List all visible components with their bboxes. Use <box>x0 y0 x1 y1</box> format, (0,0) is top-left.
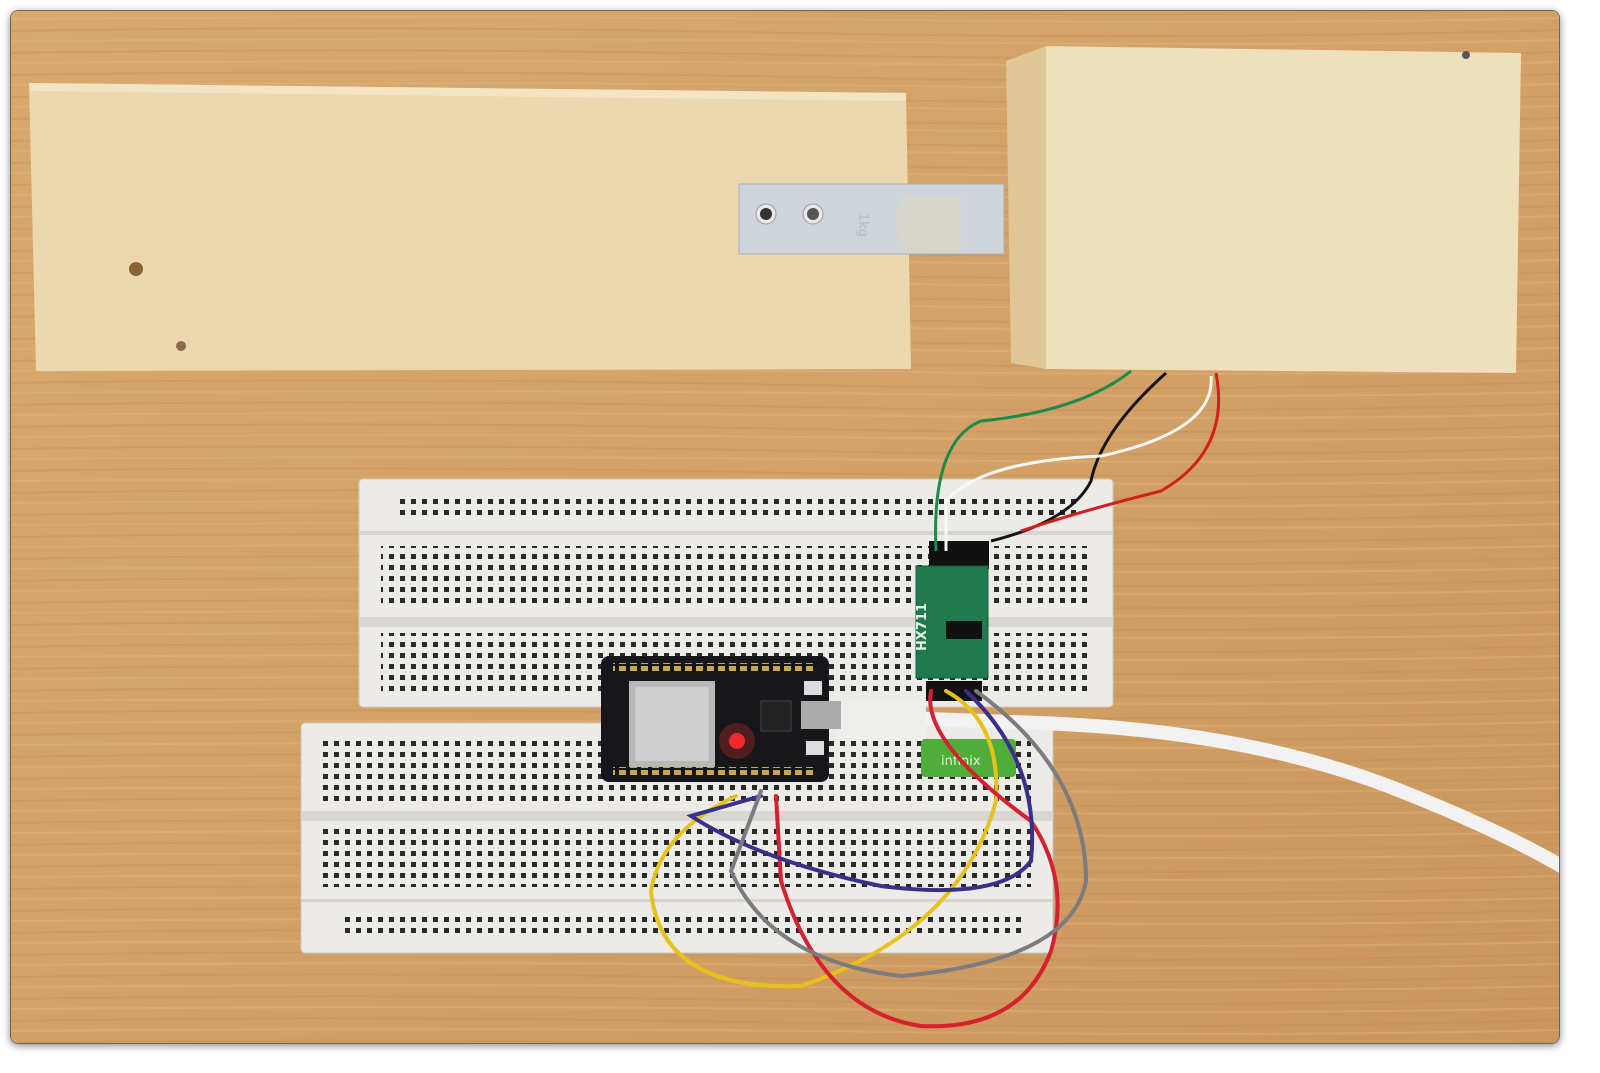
usb-port <box>801 701 841 729</box>
usb-plug <box>836 701 926 741</box>
load-cell-wires <box>934 369 1221 552</box>
hx711-header <box>929 541 989 569</box>
screw-hole <box>760 208 772 220</box>
jumper-wires <box>648 689 1089 1029</box>
green-wire <box>934 369 1132 552</box>
power-led <box>729 733 745 749</box>
gray-wire <box>728 689 1089 979</box>
red-wire <box>774 689 1060 1029</box>
boot-button <box>804 681 822 695</box>
white-wire <box>944 375 1213 551</box>
hx711-label: HX711 <box>915 603 930 651</box>
load-cell-label: 1kg <box>855 213 870 237</box>
screw-hole <box>807 208 819 220</box>
purple-wire <box>686 689 1035 893</box>
load-cell: 1kg <box>738 183 1005 255</box>
yellow-wire <box>648 689 999 989</box>
photo-scene: 1kg HX711 <box>11 11 1559 1043</box>
esp32-board <box>601 656 841 782</box>
right-wooden-block <box>1006 46 1521 373</box>
photo-frame: 1kg HX711 <box>10 10 1560 1044</box>
usb-cable <box>834 709 1559 873</box>
cable-tag: infinix <box>921 739 1016 777</box>
left-wooden-plank <box>29 83 911 371</box>
hx711-board: HX711 <box>915 541 989 701</box>
en-button <box>806 741 824 755</box>
red-wire-top <box>1020 372 1221 533</box>
